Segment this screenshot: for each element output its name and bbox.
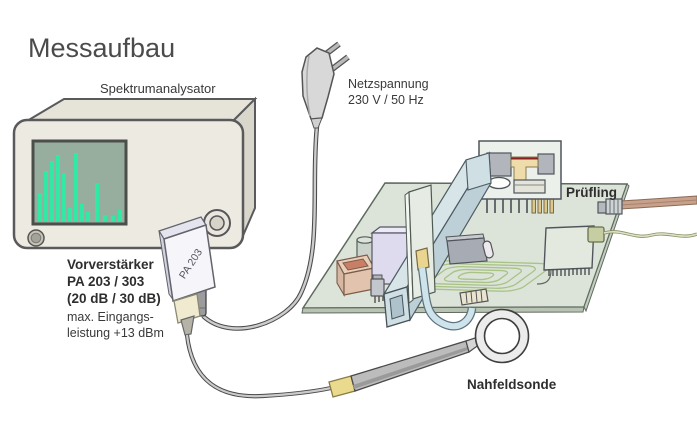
connector-block (513, 179, 546, 194)
ic-pins (548, 268, 590, 276)
spectrum-bar (95, 183, 99, 221)
power-cord (201, 125, 320, 331)
spectrum-analyzer (12, 96, 258, 250)
spectrum-bar (103, 215, 107, 221)
labels: Messaufbau Spektrumanalysator Netzspannu… (28, 33, 617, 392)
daughter-board (478, 140, 562, 214)
spectrum-bar (80, 204, 84, 221)
spectrum-bars (38, 153, 122, 221)
probe-label: Nahfeldsonde (467, 377, 557, 392)
preamp-front (163, 224, 216, 302)
dut-label: Prüfling (566, 185, 617, 200)
standing-panel (404, 184, 436, 304)
pcb-board (301, 140, 697, 331)
spectrum-bar (38, 193, 42, 221)
ic-block-right (537, 153, 555, 175)
coax-cable (184, 334, 332, 399)
board-edge-right (583, 183, 630, 313)
analyzer-screen (31, 139, 128, 226)
green-wire (587, 226, 697, 243)
spectrum-bar (86, 212, 90, 221)
mains-label-line1: Netzspannung (348, 77, 429, 91)
spectrum-bar (68, 208, 72, 221)
spectrum-bar (44, 171, 48, 221)
preamp-note2: leistung +13 dBm (67, 326, 164, 340)
spectrum-bar (50, 161, 54, 221)
transistor-component (370, 274, 385, 303)
flat-chip-component (445, 233, 488, 265)
plug-body (301, 47, 335, 120)
spectrum-bar (111, 216, 115, 221)
board-edge (301, 306, 585, 314)
capsule-component (482, 240, 494, 259)
flat-cable-brown (597, 195, 697, 215)
ribbon-header (415, 247, 430, 271)
daughter-board-pins (486, 198, 528, 213)
large-ic (536, 225, 595, 285)
probe-loop (475, 309, 529, 363)
spectrum-bar (118, 210, 122, 221)
spectrum-bar (56, 155, 60, 221)
power-plug (301, 41, 350, 129)
analyzer-top-face (23, 98, 258, 122)
near-field-probe (328, 308, 530, 398)
ribbon-cable (417, 267, 489, 331)
page-title: Messaufbau (28, 33, 175, 63)
preamp-model: PA 203 / 303 (67, 274, 145, 289)
relay-component (336, 254, 375, 298)
probe-collar (328, 375, 356, 398)
preamp-box: PA 203 (158, 216, 216, 336)
spectrum-bar (74, 153, 78, 221)
mains-label-line2: 230 V / 50 Hz (348, 93, 424, 107)
analyzer-label: Spektrumanalysator (100, 81, 216, 96)
preamp-gain: (20 dB / 30 dB) (67, 291, 161, 306)
wire-terminal (587, 226, 605, 243)
preamp-name: Vorverstärker (67, 257, 155, 272)
preamp-note1: max. Eingangs- (67, 310, 154, 324)
spectrum-bar (62, 173, 66, 221)
